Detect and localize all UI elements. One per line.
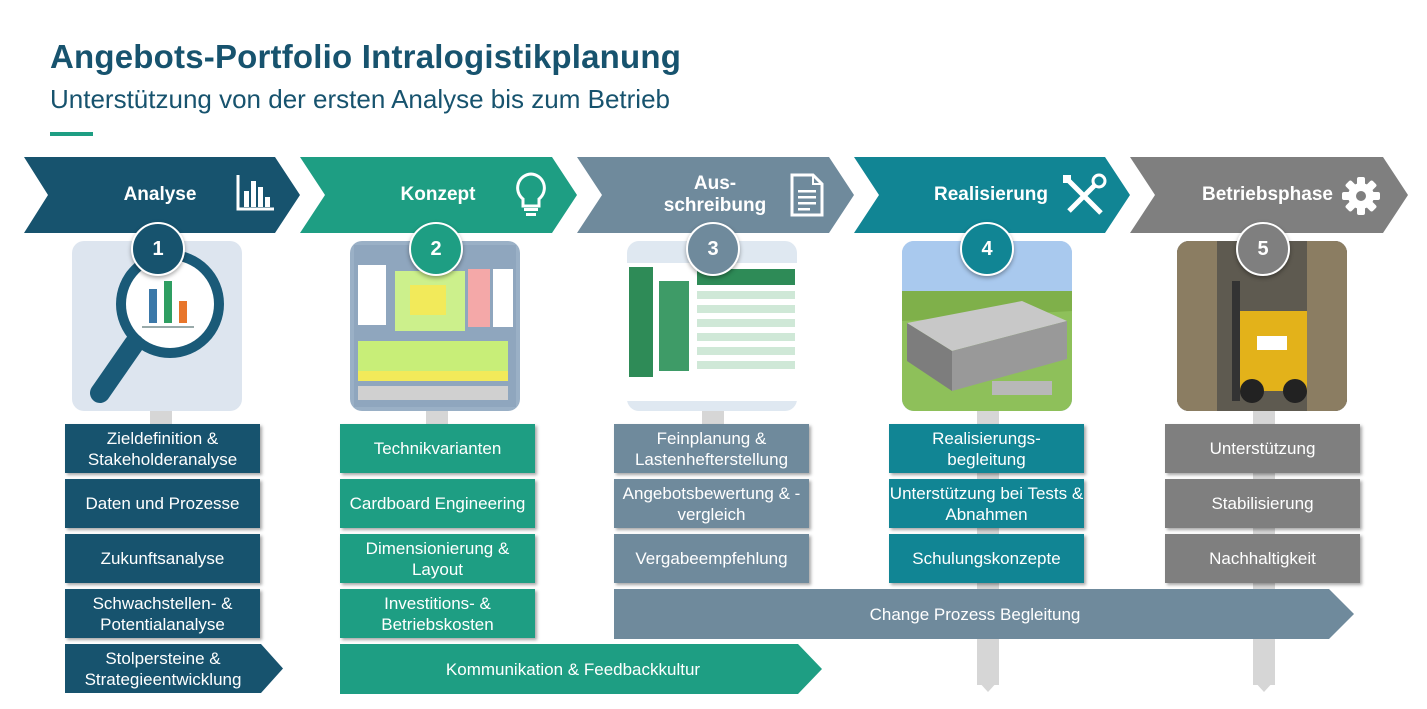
phase-label-betriebsphase: Betriebsphase: [1202, 184, 1333, 205]
title-accent-line: [50, 132, 93, 136]
item-stolpersteine[interactable]: Stolpersteine & Strategieentwicklung: [65, 644, 283, 693]
change-prozess-band[interactable]: Change Prozess Begleitung: [614, 589, 1354, 639]
item-dimensionierung[interactable]: Dimensionierung & Layout: [340, 534, 535, 583]
chevron-realisierung[interactable]: [854, 157, 1130, 233]
item-angebotsbewertung[interactable]: Angebotsbewertung & -vergleich: [614, 479, 809, 528]
phase-label-analyse: Analyse: [123, 184, 197, 205]
item-unterstuetzung[interactable]: Unterstützung: [1165, 424, 1360, 473]
item-tests-abnahmen[interactable]: Unterstützung bei Tests & Abnahmen: [889, 479, 1084, 528]
chevron-ausschreibung[interactable]: [577, 157, 854, 233]
chevron-betriebsphase[interactable]: [1130, 157, 1408, 233]
magnifier-icon: [90, 250, 224, 403]
phase-number-4: 4: [960, 222, 1014, 276]
item-zukunftsanalyse[interactable]: Zukunftsanalyse: [65, 534, 260, 583]
item-schulungskonzepte[interactable]: Schulungskonzepte: [889, 534, 1084, 583]
phase-number-5: 5: [1236, 222, 1290, 276]
phase-chevrons: [24, 157, 1408, 233]
stem-arrow-tips: [977, 680, 1275, 692]
item-investitionskosten[interactable]: Investitions- & Betriebskosten: [340, 589, 535, 638]
phase-label-ausschreibung: Aus- schreibung: [663, 173, 767, 216]
document-icon: [790, 173, 824, 217]
item-daten-prozesse[interactable]: Daten und Prozesse: [65, 479, 260, 528]
chevron-konzept[interactable]: [300, 157, 577, 233]
realisierung-image: [902, 241, 1072, 411]
item-cardboard-engineering[interactable]: Cardboard Engineering: [340, 479, 535, 528]
item-stabilisierung[interactable]: Stabilisierung: [1165, 479, 1360, 528]
item-nachhaltigkeit[interactable]: Nachhaltigkeit: [1165, 534, 1360, 583]
item-technikvarianten[interactable]: Technikvarianten: [340, 424, 535, 473]
phase-number-2: 2: [409, 222, 463, 276]
item-realisierungsbegleitung[interactable]: Realisierungs- begleitung: [889, 424, 1084, 473]
tools-icon: [1063, 173, 1107, 215]
phase-label-realisierung: Realisierung: [933, 184, 1049, 205]
phase-number-1: 1: [131, 222, 185, 276]
bar-chart-icon: [236, 175, 274, 211]
item-schwachstellen[interactable]: Schwachstellen- & Potentialanalyse: [65, 589, 260, 638]
item-feinplanung[interactable]: Feinplanung & Lastenhefterstellung: [614, 424, 809, 473]
gear-icon: [1342, 177, 1380, 215]
phase-number-3: 3: [686, 222, 740, 276]
lightbulb-icon: [516, 172, 546, 216]
kommunikation-band[interactable]: Kommunikation & Feedbackkultur: [340, 644, 822, 694]
chevron-analyse[interactable]: [24, 157, 300, 233]
phase-label-konzept: Konzept: [400, 184, 476, 205]
page-subtitle: Unterstützung von der ersten Analyse bis…: [50, 84, 670, 114]
page-title: Angebots-Portfolio Intralogistikplanung: [50, 38, 682, 75]
item-vergabeempfehlung[interactable]: Vergabeempfehlung: [614, 534, 809, 583]
item-zieldefinition[interactable]: Zieldefinition & Stakeholderanalyse: [65, 424, 260, 473]
